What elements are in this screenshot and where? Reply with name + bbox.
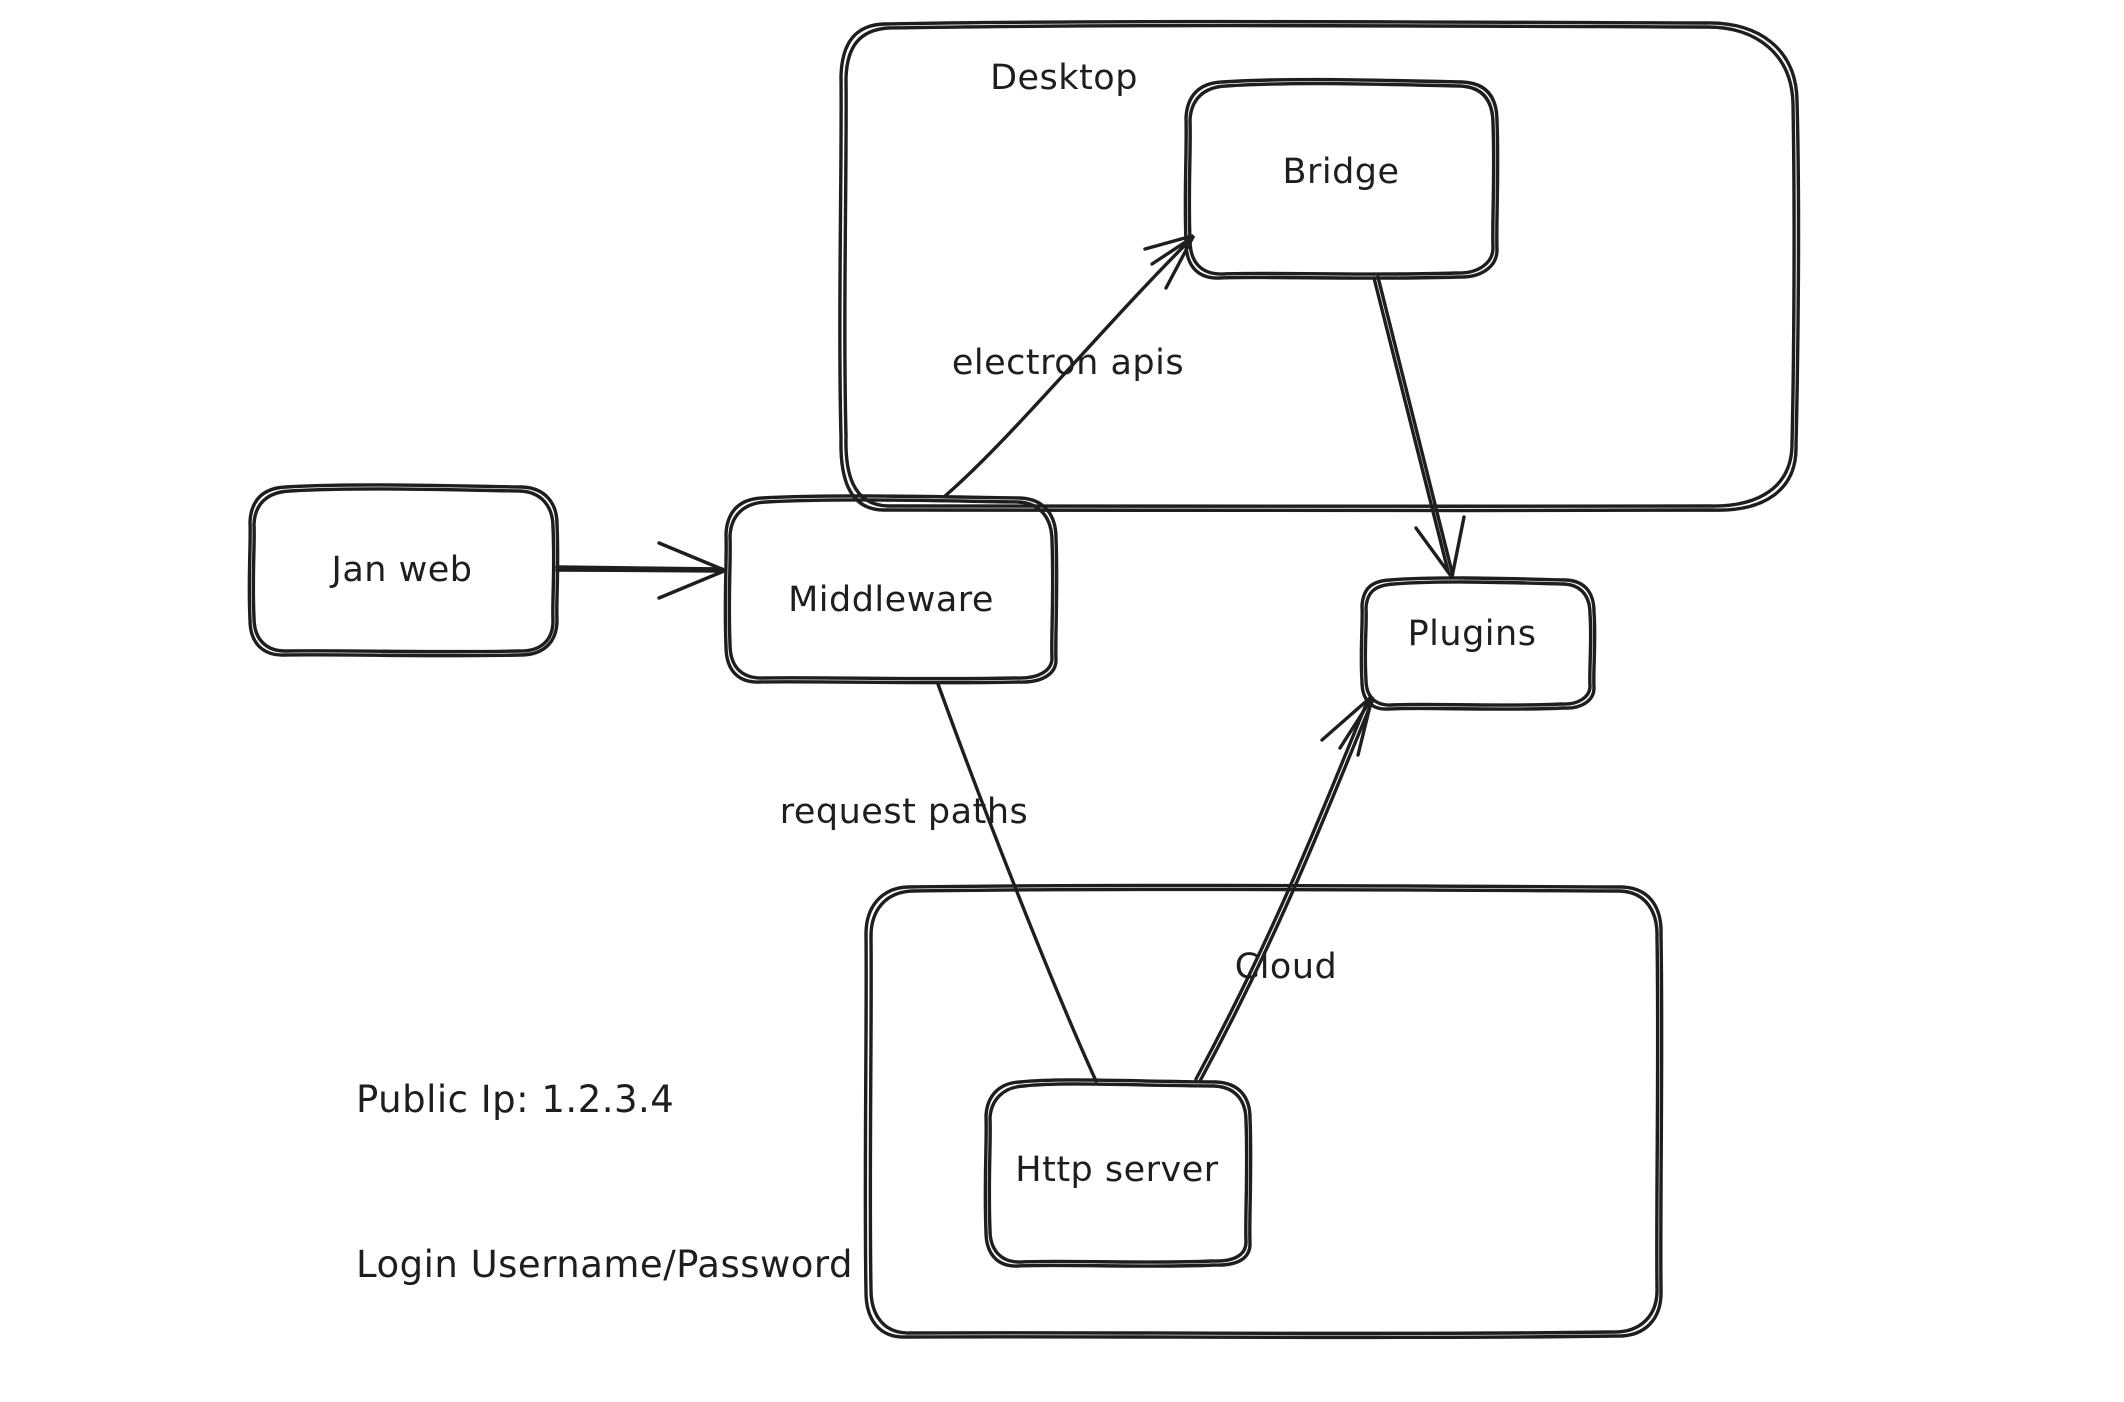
edge-middleware-to-bridge	[943, 234, 1195, 498]
group-desktop-outline	[838, 19, 1801, 513]
node-plugins-outline	[1359, 576, 1597, 711]
edge-http-server-to-plugins	[1194, 695, 1374, 1083]
node-http-server[interactable]	[986, 1080, 1251, 1265]
node-middleware-outline	[723, 494, 1059, 685]
edge-bridge-to-plugins	[1372, 275, 1466, 579]
note-line-login: Login Username/Password	[356, 1243, 853, 1286]
edge-middleware-to-http-server	[936, 682, 1098, 1083]
edge-janweb-to-middleware	[555, 541, 726, 600]
node-http-server-outline	[983, 1078, 1253, 1268]
diagram-canvas: Desktop Jan web Middleware Bridge Plugin…	[247, 19, 1801, 1340]
node-middleware[interactable]	[726, 497, 1056, 682]
diagram-strokes	[247, 19, 1801, 1340]
public-ip-note: Public Ip: 1.2.3.4 Login Username/Passwo…	[356, 962, 853, 1402]
node-jan-web-outline	[247, 483, 560, 658]
group-cloud-outline	[863, 883, 1664, 1340]
node-plugins[interactable]	[1362, 578, 1594, 710]
node-bridge-outline	[1183, 77, 1500, 280]
note-line-public-ip: Public Ip: 1.2.3.4	[356, 1078, 675, 1121]
node-jan-web[interactable]	[250, 486, 558, 656]
node-bridge[interactable]	[1185, 80, 1498, 278]
